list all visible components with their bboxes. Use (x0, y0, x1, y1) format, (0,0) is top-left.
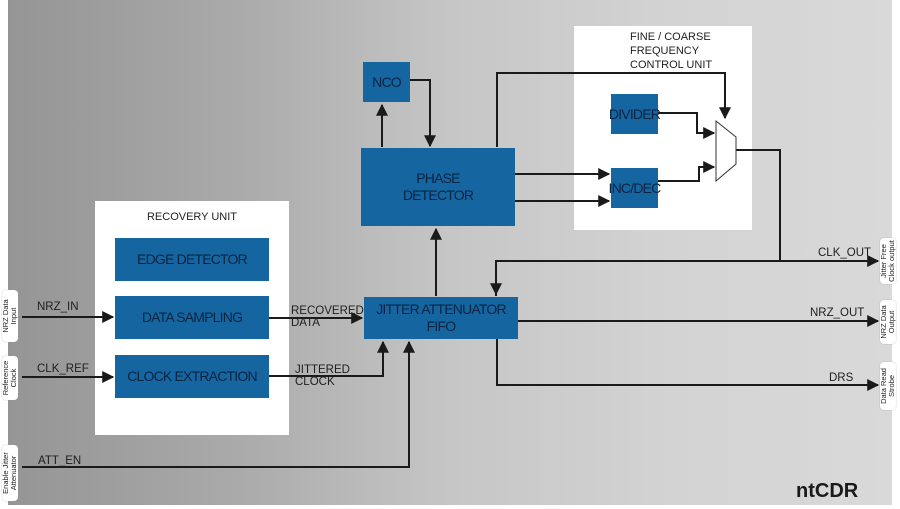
frequency-control-title-line: FREQUENCY (630, 45, 700, 57)
signal-jittered-clock-line: JITTERED (295, 364, 350, 376)
data-sampling-block: DATA SAMPLING (115, 296, 269, 339)
output-port-label: Jitter Free Clock output (879, 240, 896, 282)
signal-recovered-data: RECOVERED DATA (291, 305, 364, 329)
wire-clk-out (495, 255, 880, 296)
signal-nrz-in: NRZ_IN (37, 301, 79, 313)
data-sampling-label: DATA SAMPLING (141, 309, 243, 325)
signal-att-en: ATT_EN (38, 455, 82, 467)
signal-recovered-data-line: RECOVERED (291, 305, 364, 317)
frequency-control-title-line: FINE / COARSE (630, 31, 711, 43)
input-port-enable-jitter-attenuator: Enable Jitter Attenuator (1, 445, 18, 501)
input-port-label: Reference Clock (1, 360, 18, 396)
signal-jittered-clock: JITTERED CLOCK (295, 364, 350, 388)
frequency-control-title-line: CONTROL UNIT (630, 59, 713, 71)
signal-drs: DRS (829, 372, 854, 384)
nco-block: NCO (363, 62, 410, 102)
signal-recovered-data-line: DATA (291, 317, 320, 329)
wire-mux-to-clk-out (736, 149, 781, 261)
jitter-attenuator-fifo-label: JITTER ATTENUATOR FIFO (376, 301, 506, 334)
divider-block: DIVIDER (608, 94, 661, 134)
phase-detector-label: PHASE DETECTOR (402, 170, 474, 204)
signal-clk-out: CLK_OUT (818, 247, 872, 259)
wire-divider-to-mux (658, 112, 716, 139)
output-port-label: NRZ Data Output (879, 305, 896, 339)
signal-jittered-clock-line: CLOCK (295, 376, 335, 388)
recovery-unit-title: RECOVERY UNIT (146, 211, 238, 223)
nco-label: NCO (372, 73, 402, 90)
wire-att-en (22, 340, 415, 468)
output-port-nrz-data: NRZ Data Output (879, 300, 896, 344)
input-port-reference-clock: Reference Clock (1, 356, 18, 400)
brand-label: ntCDR (796, 480, 859, 502)
frequency-control-title: FINE / COARSE FREQUENCY CONTROL UNIT (630, 30, 712, 72)
jitter-attenuator-fifo-block: JITTER ATTENUATOR FIFO (364, 297, 518, 339)
phase-detector-block: PHASE DETECTOR (361, 148, 515, 226)
signal-nrz-out: NRZ_OUT (810, 307, 865, 319)
output-port-jitter-free-clock: Jitter Free Clock output (879, 238, 896, 284)
wire-inc-dec-to-mux (658, 161, 716, 182)
inc-dec-label: INC/DEC (608, 179, 662, 196)
output-port-label: Data Read Strobe (879, 368, 896, 404)
divider-label: DIVIDER (608, 105, 661, 122)
wire-nco-to-phase-detector (410, 79, 436, 148)
clock-extraction-block: CLOCK EXTRACTION (115, 355, 269, 398)
edge-detector-block: EDGE DETECTOR (115, 238, 269, 281)
input-port-label: Enable Jitter Attenuator (1, 452, 18, 494)
signal-clk-ref: CLK_REF (37, 363, 89, 375)
inc-dec-block: INC/DEC (608, 168, 662, 208)
phase-detector-label-line: DETECTOR (402, 187, 474, 203)
wire-jittered-clock (269, 340, 389, 377)
clock-extraction-label: CLOCK EXTRACTION (127, 368, 257, 384)
phase-detector-label-line: PHASE (416, 170, 460, 186)
input-port-label: NRZ Data Input (1, 299, 18, 333)
output-port-data-read-strobe: Data Read Strobe (879, 362, 896, 410)
wire-phase-detector-to-mux-select (496, 72, 731, 147)
input-port-nrz-data: NRZ Data Input (1, 290, 18, 342)
mux-shape (715, 119, 737, 183)
edge-detector-label: EDGE DETECTOR (137, 251, 248, 267)
wire-drs (496, 339, 880, 391)
